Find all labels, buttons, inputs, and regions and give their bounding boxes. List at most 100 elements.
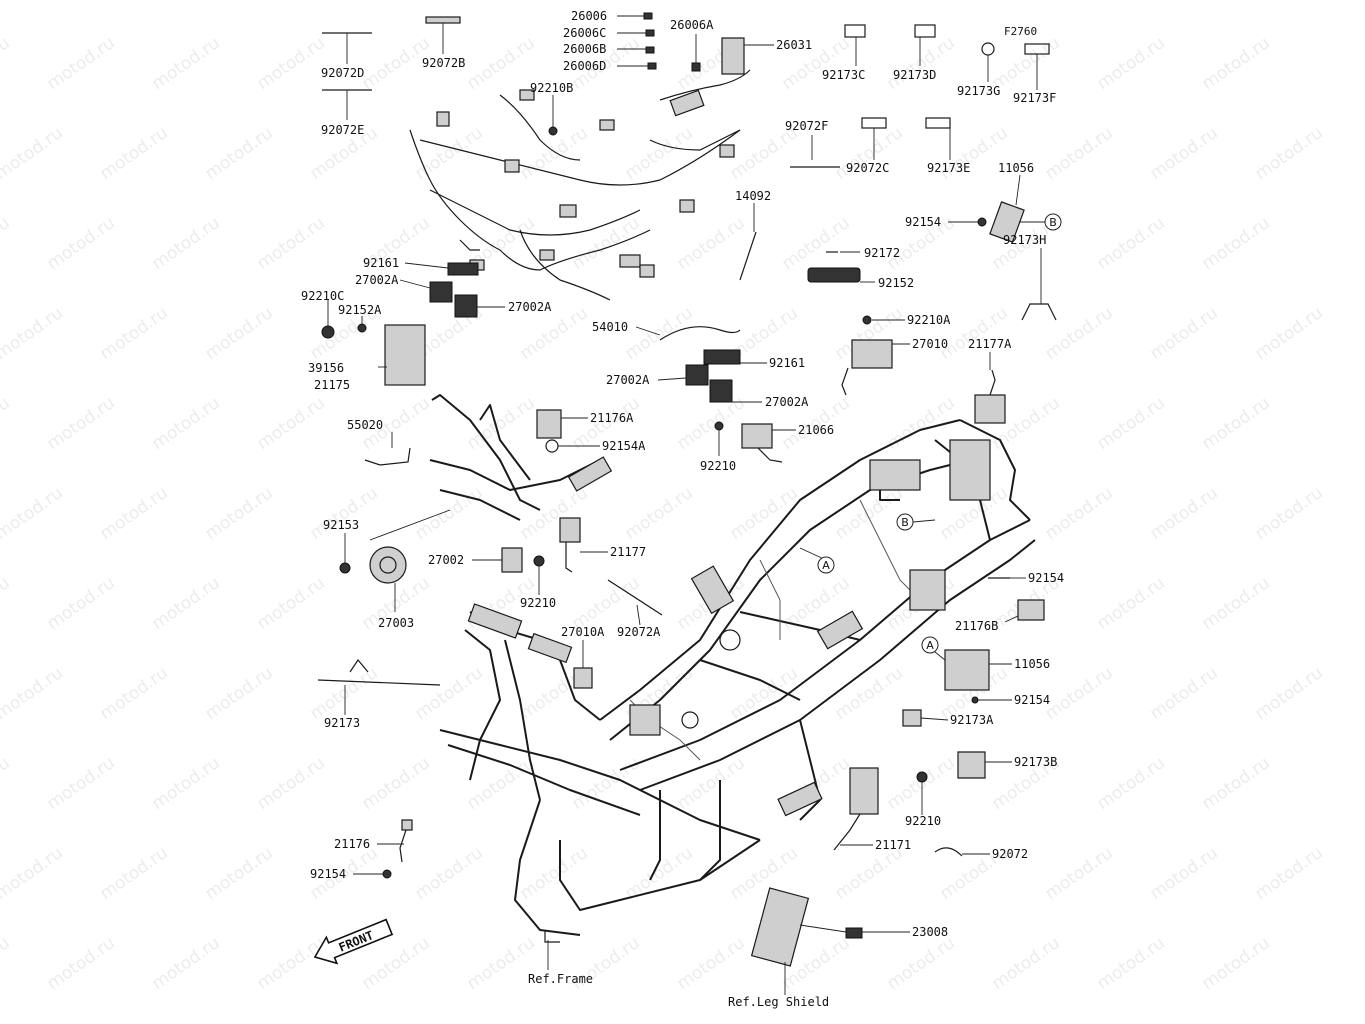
watermark-text: motod.ru xyxy=(883,33,958,94)
label-26006: 26006 xyxy=(571,9,607,23)
watermark-text: motod.ru xyxy=(411,0,486,4)
watermark-text: motod.ru xyxy=(0,663,67,724)
label-92154-left: 92154 xyxy=(310,867,346,881)
label-27002a-top2: 27002A xyxy=(508,300,552,314)
watermark-text: motod.ru xyxy=(148,393,223,454)
watermark-text: motod.ru xyxy=(621,123,696,184)
watermark-text: motod.ru xyxy=(621,483,696,544)
parts-shapes xyxy=(317,12,1057,967)
watermark-text: motod.ru xyxy=(0,483,67,544)
frame-assembly xyxy=(439,419,1036,943)
watermark-text: motod.ru xyxy=(1146,663,1221,724)
label-11056-right: 11056 xyxy=(1014,657,1050,671)
label-92072a: 92072A xyxy=(617,625,661,639)
callout-a-label: A xyxy=(822,559,830,572)
watermark-text: motod.ru xyxy=(883,753,958,814)
label-92173e: 92173E xyxy=(927,161,970,175)
watermark-text: motod.ru xyxy=(201,0,276,4)
label-92154-right2: 92154 xyxy=(1014,693,1050,707)
label-92161-top: 92161 xyxy=(363,256,399,270)
watermark-text: motod.ru xyxy=(621,303,696,364)
watermark-text: motod.ru xyxy=(1093,933,1168,994)
watermark-text: motod.ru xyxy=(1251,123,1326,184)
label-92173f: 92173F xyxy=(1013,91,1056,105)
watermark-text: motod.ru xyxy=(96,123,171,184)
watermark-text: motod.ru xyxy=(0,933,14,994)
watermark-text: motod.ru xyxy=(831,483,906,544)
watermark-text: motod.ru xyxy=(148,573,223,634)
label-11056-top: 11056 xyxy=(998,161,1034,175)
label-92154-right: 92154 xyxy=(1028,571,1064,585)
watermark-text: motod.ru xyxy=(1041,483,1116,544)
watermark-text: motod.ru xyxy=(201,843,276,904)
label-92154a: 92154A xyxy=(602,439,646,453)
label-92154-top: 92154 xyxy=(905,215,941,229)
part-labels: 26006 26006C 26006B 26006D 26006A 26031 … xyxy=(301,9,1064,939)
watermark-text: motod.ru xyxy=(96,843,171,904)
label-21176b: 21176B xyxy=(955,619,998,633)
watermark-text: motod.ru xyxy=(43,393,118,454)
watermark-layer: motod.ru motod.ru motod.ru motod.ru motod.ru… xyxy=(0,0,1327,994)
label-92072: 92072 xyxy=(992,847,1028,861)
watermark-text: motod.ru xyxy=(96,483,171,544)
watermark-text: motod.ru xyxy=(1093,393,1168,454)
leader-lines xyxy=(327,15,1045,995)
watermark-text: motod.ru xyxy=(0,33,14,94)
label-21066: 21066 xyxy=(798,423,834,437)
watermark-text: motod.ru xyxy=(0,0,67,4)
watermark-text: motod.ru xyxy=(253,213,328,274)
watermark-text: motod.ru xyxy=(0,843,67,904)
watermark-text: motod.ru xyxy=(463,393,538,454)
label-92173a: 92173A xyxy=(950,713,994,727)
watermark-text: motod.ru xyxy=(1041,123,1116,184)
label-39156: 39156 xyxy=(308,361,344,375)
label-21177: 21177 xyxy=(610,545,646,559)
label-92173d: 92173D xyxy=(893,68,936,82)
label-27002a-mid: 27002A xyxy=(606,373,650,387)
watermark-text: motod.ru xyxy=(43,753,118,814)
watermark-text: motod.ru xyxy=(43,933,118,994)
watermark-text: motod.ru xyxy=(673,753,748,814)
watermark-text: motod.ru xyxy=(1251,483,1326,544)
callout-a-bracket: A xyxy=(921,636,939,654)
ref-leg-shield-label: Ref.Leg Shield xyxy=(728,995,829,1009)
watermark-text: motod.ru xyxy=(0,573,14,634)
watermark-text: motod.ru xyxy=(568,753,643,814)
watermark-text: motod.ru xyxy=(1251,303,1326,364)
watermark-text: motod.ru xyxy=(1093,753,1168,814)
label-27002a-top: 27002A xyxy=(355,273,399,287)
watermark-text: motod.ru xyxy=(253,933,328,994)
watermark-text: motod.ru xyxy=(43,213,118,274)
watermark-text: motod.ru xyxy=(1041,663,1116,724)
watermark-text: motod.ru xyxy=(778,213,853,274)
callout-b-label: B xyxy=(1049,216,1057,229)
watermark-text: motod.ru xyxy=(1146,123,1221,184)
watermark-text: motod.ru xyxy=(1198,33,1273,94)
label-92173b: 92173B xyxy=(1014,755,1057,769)
watermark-text: motod.ru xyxy=(201,303,276,364)
watermark-text: motod.ru xyxy=(96,663,171,724)
watermark-text: motod.ru xyxy=(0,303,67,364)
watermark-text: motod.ru xyxy=(43,33,118,94)
watermark-text: motod.ru xyxy=(726,483,801,544)
label-92153: 92153 xyxy=(323,518,359,532)
watermark-text: motod.ru xyxy=(201,663,276,724)
watermark-text: motod.ru xyxy=(883,933,958,994)
label-21171: 21171 xyxy=(875,838,911,852)
label-92210c: 92210C xyxy=(301,289,344,303)
watermark-text: motod.ru xyxy=(1251,0,1326,4)
watermark-text: motod.ru xyxy=(253,753,328,814)
watermark-text: motod.ru xyxy=(516,0,591,4)
watermark-text: motod.ru xyxy=(1041,843,1116,904)
watermark-text: motod.ru xyxy=(306,663,381,724)
label-92152: 92152 xyxy=(878,276,914,290)
label-27010a: 27010A xyxy=(561,625,605,639)
watermark-text: motod.ru xyxy=(1146,843,1221,904)
label-27002a-mid2: 27002A xyxy=(765,395,809,409)
label-92161-mid: 92161 xyxy=(769,356,805,370)
watermark-text: motod.ru xyxy=(621,0,696,4)
watermark-text: motod.ru xyxy=(831,0,906,4)
watermark-text: motod.ru xyxy=(0,213,14,274)
label-92172: 92172 xyxy=(864,246,900,260)
